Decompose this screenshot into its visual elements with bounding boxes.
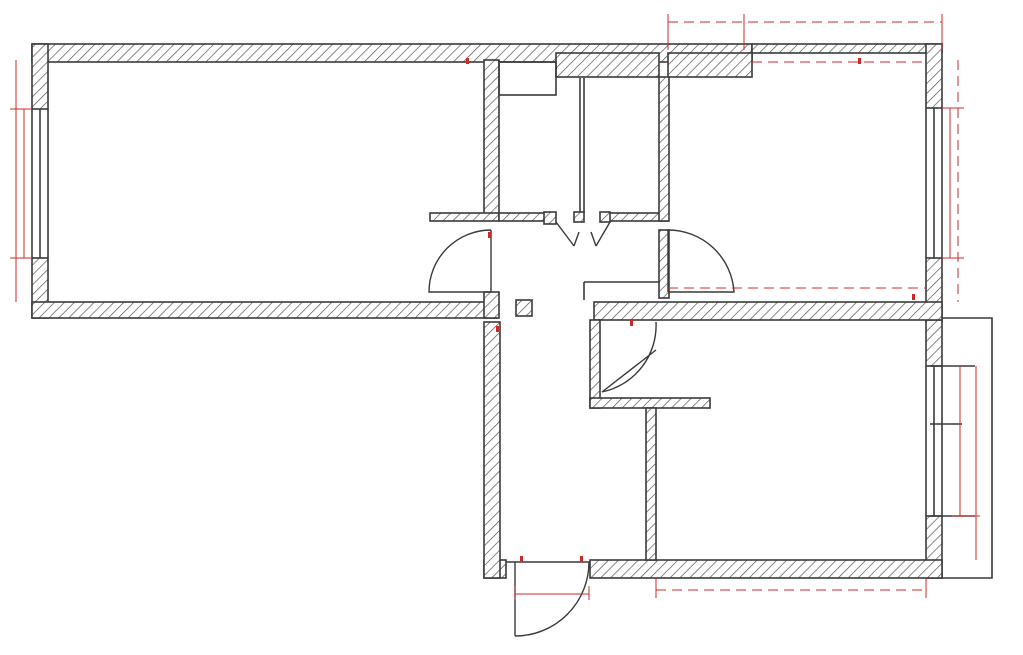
wall-closet-bottom bbox=[589, 397, 711, 409]
balcony-outline bbox=[942, 317, 993, 579]
wall-living-bath bbox=[483, 59, 500, 217]
bath-fixture bbox=[498, 61, 557, 96]
door-toilet bbox=[590, 221, 611, 247]
wall-kitchen-divider bbox=[645, 407, 657, 561]
dim-marker-3 bbox=[630, 320, 633, 326]
door-closet bbox=[601, 321, 657, 393]
wall-bath-bottom-a bbox=[429, 212, 500, 222]
wall-left-upper bbox=[31, 43, 49, 110]
interior-walls bbox=[429, 59, 943, 561]
wall-living-bottom bbox=[31, 301, 498, 319]
wall-top-right bbox=[751, 43, 943, 54]
wall-bed1-bottom bbox=[593, 301, 943, 321]
dim-marker-8 bbox=[858, 58, 861, 64]
wall-toilet-bed bbox=[658, 76, 670, 222]
dim-marker-7 bbox=[580, 556, 583, 562]
dim-marker-6 bbox=[520, 556, 523, 562]
dimension-lines bbox=[10, 14, 980, 600]
dim-marker-2 bbox=[496, 326, 499, 332]
wall-stub-hall-c bbox=[573, 211, 585, 223]
door-entrance bbox=[514, 561, 590, 637]
dim-marker-5 bbox=[488, 232, 491, 238]
wall-top-chimney bbox=[555, 52, 660, 78]
exterior-walls bbox=[31, 43, 943, 579]
wall-lower-left bbox=[483, 321, 501, 579]
wall-toilet-bed-lower bbox=[658, 229, 670, 299]
doors bbox=[428, 221, 735, 637]
wall-closet-left bbox=[589, 319, 601, 409]
wall-top-thick bbox=[667, 52, 753, 78]
wall-stub-hall-a bbox=[515, 299, 533, 317]
wall-right-lower-a bbox=[925, 319, 943, 367]
wall-living-bath-stub bbox=[483, 291, 500, 319]
door-bedroom-1 bbox=[667, 229, 735, 293]
wall-bottom-right bbox=[589, 559, 943, 579]
door-bathroom bbox=[555, 221, 580, 247]
door-living-room bbox=[428, 229, 492, 293]
wall-stub-hall-d bbox=[599, 211, 611, 223]
dim-marker-1 bbox=[466, 58, 469, 64]
dim-marker-4 bbox=[912, 294, 915, 300]
wall-right-upper-a bbox=[925, 43, 943, 109]
wall-stub-hall-b bbox=[543, 211, 557, 225]
